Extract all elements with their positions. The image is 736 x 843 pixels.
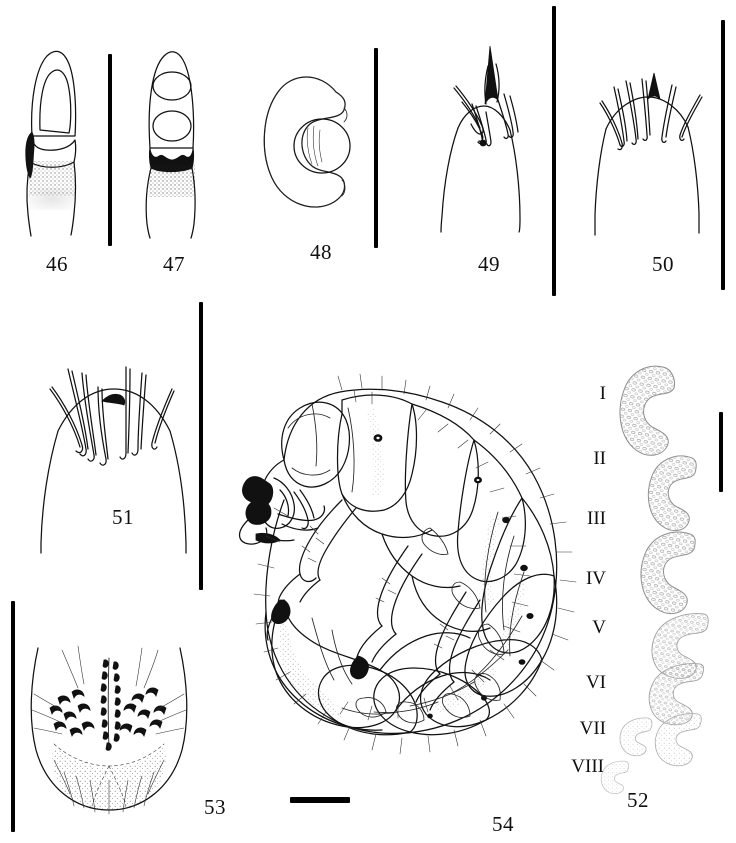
figure-number-47: 47 xyxy=(163,252,185,276)
spiracle-II xyxy=(647,455,697,532)
figure-50-drawing xyxy=(594,72,703,236)
scale-bar-54 xyxy=(290,797,350,803)
figure-number-49: 49 xyxy=(478,252,500,276)
scale-bar-50 xyxy=(721,20,725,290)
spiracle-III xyxy=(640,531,696,615)
scale-bar-53 xyxy=(11,601,15,832)
scale-bar-51 xyxy=(199,302,203,590)
figure-51-drawing xyxy=(40,366,187,554)
figure-52-drawing-small xyxy=(600,717,653,794)
spiracle-label-II: II xyxy=(593,448,606,469)
spiracle-label-IV: IV xyxy=(585,568,606,589)
figure-47-drawing xyxy=(145,51,196,239)
figure-number-46: 46 xyxy=(46,252,68,276)
figure-46-drawing xyxy=(25,50,77,237)
spiracle-label-VII: VII xyxy=(579,718,606,739)
scale-bar-48 xyxy=(374,48,378,248)
figure-number-50: 50 xyxy=(652,252,674,276)
figure-54-drawing xyxy=(238,373,577,755)
spiracle-I xyxy=(619,365,675,456)
figure-number-48: 48 xyxy=(310,240,332,264)
scale-bar-52 xyxy=(719,412,723,492)
figure-number-53: 53 xyxy=(204,795,226,819)
figure-number-52: 52 xyxy=(627,788,649,812)
figure-number-54: 54 xyxy=(492,812,514,836)
figure-53-drawing xyxy=(30,645,188,815)
spiracle-IV xyxy=(651,613,709,679)
figure-49-drawing xyxy=(440,45,521,233)
spiracle-VI xyxy=(654,713,702,767)
scale-bar-49 xyxy=(552,6,556,296)
spiracle-label-III: III xyxy=(587,508,606,529)
spiracle-label-VI: VI xyxy=(585,672,606,693)
scale-bar-46-47 xyxy=(108,54,112,246)
spiracle-VIII xyxy=(600,760,630,794)
spiracle-label-V: V xyxy=(592,617,606,638)
spiracle-label-I: I xyxy=(599,383,606,404)
spiracle-V xyxy=(648,663,705,726)
figure-48-drawing xyxy=(263,76,351,208)
figure-number-51: 51 xyxy=(112,505,134,529)
spiracle-label-VIII: VIII xyxy=(571,756,604,777)
spiracle-VII xyxy=(619,717,653,757)
figure-52-drawing xyxy=(619,365,709,767)
